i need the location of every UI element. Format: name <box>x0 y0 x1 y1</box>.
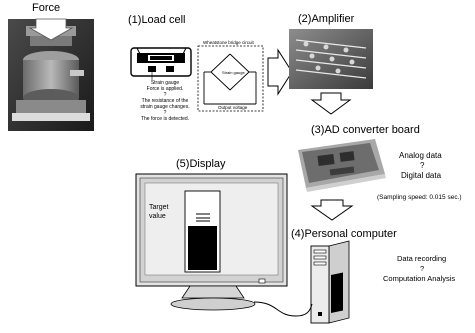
pc-title: (4)Personal computer <box>291 228 397 240</box>
step-arrow-1: ? <box>163 92 167 98</box>
step-gauge-changes: strain gauge changes. <box>140 104 190 110</box>
analog-data-label: Analog data <box>399 151 442 160</box>
sampling-speed-label: (Sampling speed: 0.015 sec.) <box>377 194 462 201</box>
bridge-strain-gauge-label: Strain gauge <box>222 70 245 75</box>
pc-tower-graphic <box>310 240 350 324</box>
digital-data-label: Digital data <box>401 171 442 180</box>
step-force-detected: The force is detected. <box>140 116 190 122</box>
arrow-amplifier-to-adc <box>310 92 352 115</box>
monitor-pc-cable <box>253 301 313 317</box>
target-label-line2: value <box>149 213 166 220</box>
computation-label: Computation Analysis <box>383 274 456 283</box>
load-cell-schematic <box>130 47 192 80</box>
load-cell-title: (1)Load cell <box>128 14 186 26</box>
arrow-loadcell-to-amplifier <box>267 48 293 96</box>
wheatstone-bridge <box>203 53 257 105</box>
amplifier-photo <box>289 29 373 89</box>
bridge-dashed-box <box>197 45 264 112</box>
bridge-title: Wheatstone bridge circuit <box>203 40 254 45</box>
force-label: Force <box>32 2 61 14</box>
adc-arrow-label: ? <box>420 161 425 170</box>
load-cell-steps: Strain gauge Force is applied. ? The res… <box>130 80 200 122</box>
step-force-applied: Force is applied. <box>146 86 184 92</box>
monitor-graphic <box>135 173 288 311</box>
ad-converter-photo <box>298 139 386 192</box>
amplifier-title: (2)Amplifier <box>298 13 355 25</box>
adc-title: (3)AD converter board <box>311 124 420 136</box>
pc-arrow-label: ? <box>420 264 425 273</box>
step-arrow-2: ? <box>163 110 167 116</box>
output-voltage-label: Output voltage <box>218 105 248 110</box>
arrow-adc-to-pc <box>310 199 354 221</box>
force-arrow <box>28 18 74 41</box>
target-label-line1: Target <box>149 204 169 211</box>
step-strain-gauge: Strain gauge <box>150 80 180 86</box>
data-recording-label: Data recording <box>397 254 447 263</box>
display-title: (5)Display <box>176 158 226 170</box>
step-resistance: The resistance of the <box>141 98 189 104</box>
